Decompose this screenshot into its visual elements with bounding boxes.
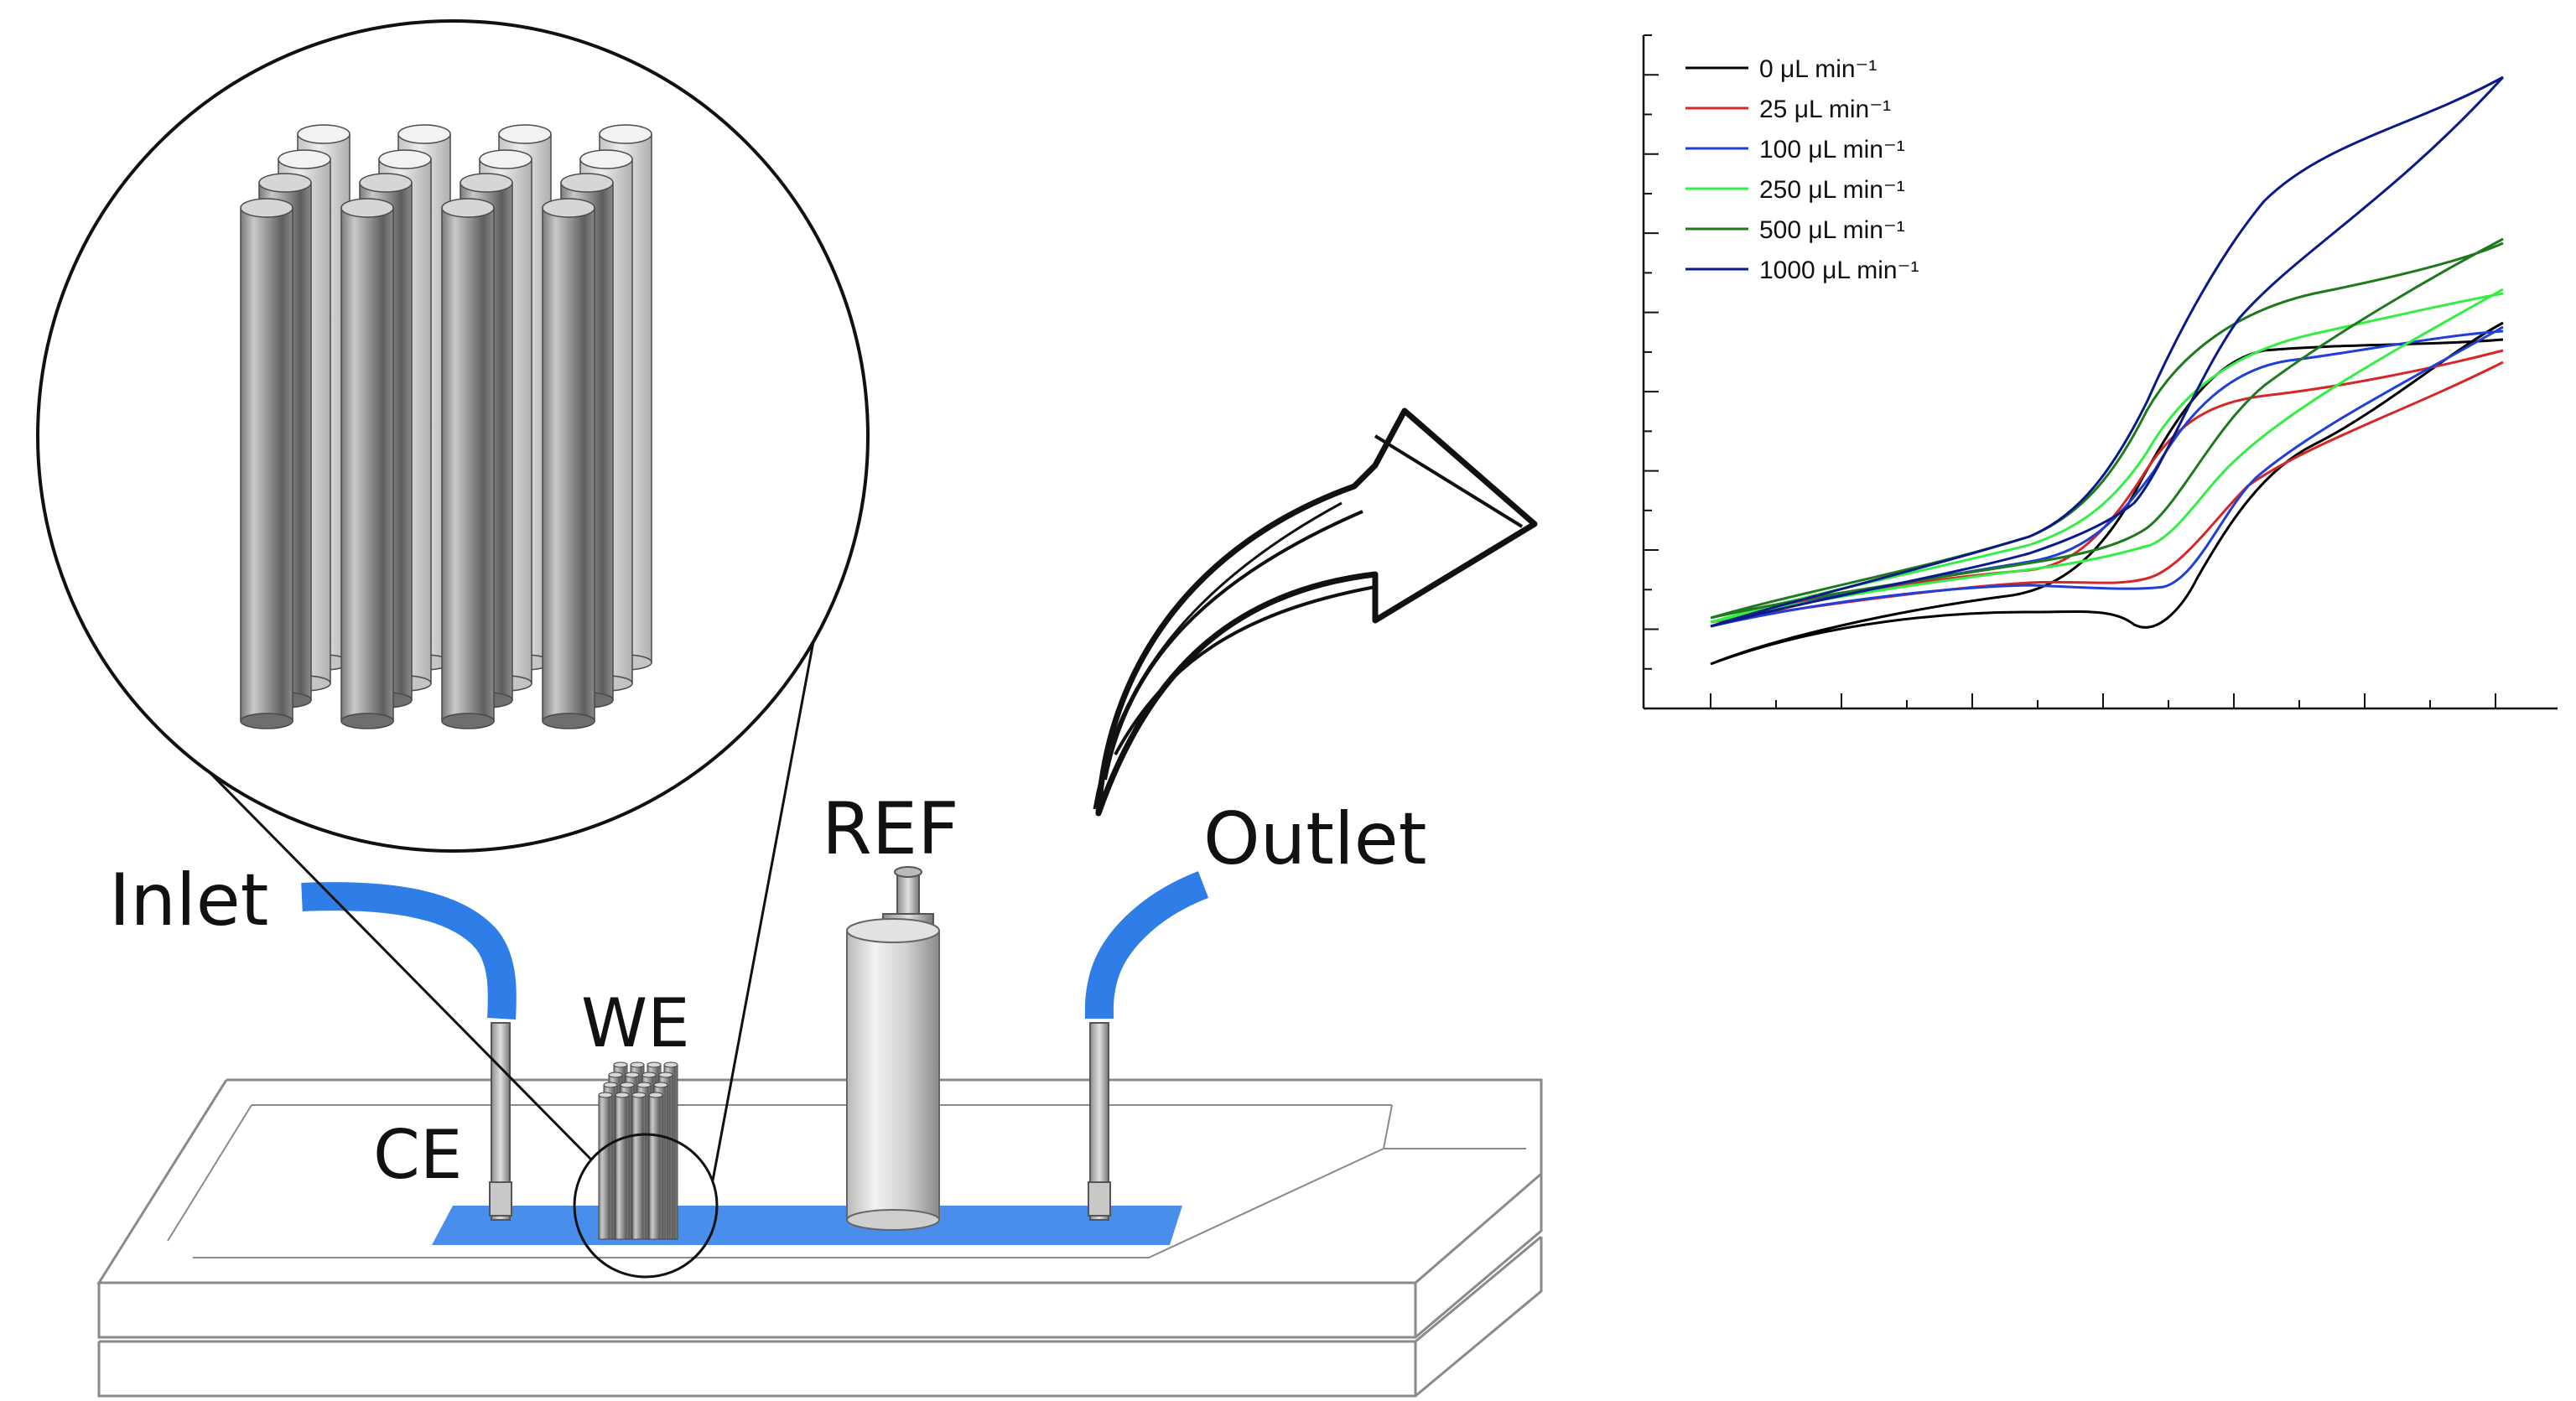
plot-curves bbox=[1710, 75, 2505, 666]
series-line bbox=[1710, 349, 2504, 624]
nanowire bbox=[240, 198, 293, 729]
outlet-tubing bbox=[1084, 871, 1209, 1020]
nanowire bbox=[340, 198, 394, 729]
legend: 0 μL min⁻¹ 25 μL min⁻¹ 100 μL min⁻¹ 250 … bbox=[1685, 55, 1919, 284]
series-line bbox=[1710, 288, 2504, 624]
zoom-circle-small bbox=[573, 1133, 719, 1279]
series-line bbox=[1710, 75, 2505, 628]
legend-entry: 0 μL min⁻¹ bbox=[1685, 55, 1877, 83]
working-electrode-array bbox=[598, 1061, 678, 1240]
legend-label: 100 μL min⁻¹ bbox=[1759, 136, 1905, 163]
legend-entry: 100 μL min⁻¹ bbox=[1685, 136, 1905, 163]
nanowire bbox=[441, 198, 495, 729]
legend-entry: 25 μL min⁻¹ bbox=[1685, 96, 1891, 123]
inlet-tubing bbox=[301, 882, 517, 1020]
legend-label: 0 μL min⁻¹ bbox=[1759, 55, 1877, 83]
cv-chart: 0 μL min⁻¹ 25 μL min⁻¹ 100 μL min⁻¹ 250 … bbox=[1642, 34, 2558, 710]
outlet-tube bbox=[1088, 1022, 1111, 1221]
series-line bbox=[1710, 237, 2504, 620]
legend-label: 250 μL min⁻¹ bbox=[1759, 176, 1905, 204]
legend-label: 25 μL min⁻¹ bbox=[1759, 96, 1891, 123]
legend-label: 1000 μL min⁻¹ bbox=[1759, 257, 1919, 284]
inlet-label: Inlet bbox=[109, 859, 268, 942]
chip-top-plate-edge bbox=[97, 1174, 1543, 1339]
chip-top-plate bbox=[96, 1078, 1543, 1284]
counter-electrode-tube bbox=[489, 1022, 512, 1221]
chip-inner-recess bbox=[167, 1104, 1526, 1258]
we-rod bbox=[615, 1092, 630, 1240]
series-line bbox=[1710, 321, 2504, 666]
we-rod bbox=[598, 1092, 613, 1240]
we-rod bbox=[631, 1092, 647, 1240]
nanowire bbox=[542, 198, 595, 729]
microfluidic-chip bbox=[96, 1078, 1543, 1398]
legend-label: 500 μL min⁻¹ bbox=[1759, 216, 1905, 244]
flow-channel bbox=[432, 1206, 1182, 1245]
we-rod bbox=[648, 1092, 663, 1240]
legend-entry: 1000 μL min⁻¹ bbox=[1685, 257, 1919, 284]
legend-entry: 500 μL min⁻¹ bbox=[1685, 216, 1905, 244]
legend-entry: 250 μL min⁻¹ bbox=[1685, 176, 1905, 204]
outlet-label: Outlet bbox=[1203, 797, 1426, 881]
curved-arrow bbox=[1093, 407, 1538, 817]
ref-label: REF bbox=[822, 787, 959, 871]
axis-ticks bbox=[1644, 34, 2496, 709]
nanowire-array bbox=[240, 124, 652, 729]
ce-label: CE bbox=[373, 1116, 462, 1194]
chip-bottom-plate bbox=[97, 1235, 1543, 1398]
we-label: WE bbox=[581, 984, 690, 1062]
zoom-connector-right bbox=[711, 551, 832, 1181]
reference-electrode bbox=[846, 866, 940, 1231]
